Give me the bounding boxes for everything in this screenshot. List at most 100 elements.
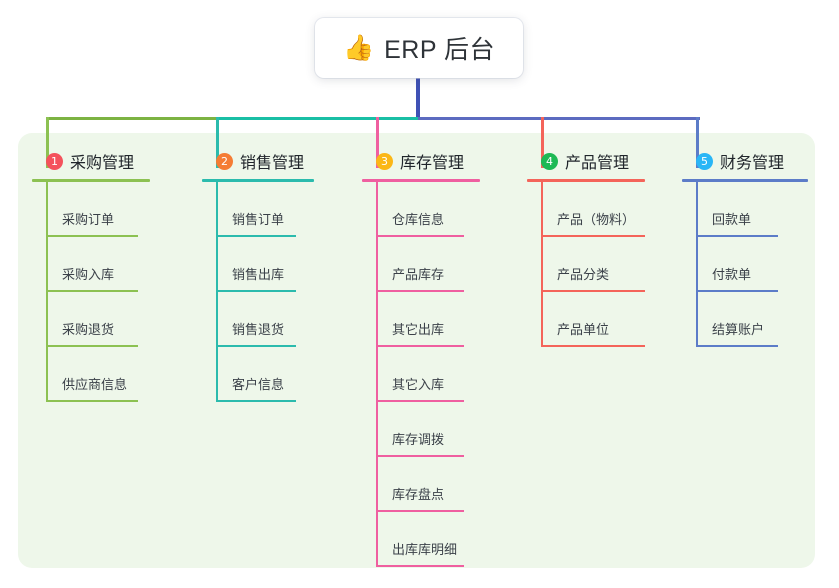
leaf-item[interactable]: 产品单位	[527, 292, 685, 347]
column-title-5: 财务管理	[720, 155, 785, 172]
leaf-item-label: 采购入库	[62, 267, 115, 282]
column-title-4: 产品管理	[565, 155, 630, 172]
leaf-item[interactable]: 仓库信息	[362, 182, 520, 237]
column-items-5: 回款单付款单结算账户	[682, 182, 839, 347]
leaf-item-label: 产品库存	[392, 267, 445, 282]
root-stem-line	[416, 76, 420, 120]
leaf-item-label: 销售订单	[232, 212, 285, 227]
leaf-item-label: 其它出库	[392, 322, 445, 337]
root-node[interactable]: 👍 ERP 后台	[315, 18, 523, 78]
column-title-3: 库存管理	[400, 155, 465, 172]
leaf-item[interactable]: 其它出库	[362, 292, 520, 347]
column-header-rule-2	[202, 179, 314, 182]
leaf-item-label: 出库库明细	[392, 542, 458, 557]
leaf-item-label: 客户信息	[232, 377, 285, 392]
leaf-item[interactable]: 结算账户	[682, 292, 839, 347]
column-items-4: 产品（物料） 产品分类产品单位	[527, 182, 685, 347]
leaf-item-rule	[376, 565, 464, 567]
leaf-item-label: 库存调拨	[392, 432, 445, 447]
leaf-item[interactable]: 库存盘点	[362, 457, 520, 512]
leaf-item-label: 销售退货	[232, 322, 285, 337]
leaf-item-rule	[46, 290, 138, 292]
column-5: 5 财务管理回款单付款单结算账户	[682, 148, 839, 347]
leaf-item[interactable]: 产品（物料）	[527, 182, 685, 237]
leaf-item-rule	[376, 290, 464, 292]
bus-segment-3	[418, 117, 700, 120]
leaf-item[interactable]: 回款单	[682, 182, 839, 237]
leaf-item-label: 产品（物料）	[557, 212, 636, 227]
leaf-item[interactable]: 供应商信息	[32, 347, 190, 402]
leaf-item-rule	[541, 290, 645, 292]
column-header-4[interactable]: 4 产品管理	[527, 148, 685, 174]
column-items-1: 采购订单采购入库采购退货供应商信息	[32, 182, 190, 402]
column-badge-4: 4	[541, 152, 558, 170]
diagram-background-panel	[18, 133, 815, 568]
leaf-item-label: 其它入库	[392, 377, 445, 392]
leaf-item-rule	[216, 235, 296, 237]
leaf-item-rule	[541, 345, 645, 347]
column-badge-2: 2	[216, 152, 233, 170]
column-spine-1	[46, 182, 48, 402]
leaf-item[interactable]: 产品库存	[362, 237, 520, 292]
leaf-item-rule	[376, 455, 464, 457]
leaf-item-label: 付款单	[712, 267, 752, 282]
column-spine-3	[376, 182, 378, 567]
column-badge-5: 5	[696, 152, 713, 170]
leaf-item-rule	[696, 290, 778, 292]
leaf-item-label: 供应商信息	[62, 377, 128, 392]
leaf-item[interactable]: 出库库明细	[362, 512, 520, 567]
leaf-item[interactable]: 销售订单	[202, 182, 354, 237]
leaf-item-label: 库存盘点	[392, 487, 445, 502]
leaf-item[interactable]: 采购订单	[32, 182, 190, 237]
branch-drop-2	[216, 117, 219, 168]
leaf-item-label: 产品单位	[557, 322, 610, 337]
leaf-item[interactable]: 产品分类	[527, 237, 685, 292]
leaf-item-rule	[541, 235, 645, 237]
leaf-item-label: 采购退货	[62, 322, 115, 337]
column-items-3: 仓库信息产品库存其它出库其它入库库存调拨库存盘点出库库明细	[362, 182, 520, 567]
leaf-item[interactable]: 销售退货	[202, 292, 354, 347]
leaf-item-label: 销售出库	[232, 267, 285, 282]
leaf-item-rule	[376, 510, 464, 512]
branch-drop-5	[696, 117, 699, 168]
leaf-item-rule	[696, 345, 778, 347]
leaf-item-rule	[376, 235, 464, 237]
leaf-item[interactable]: 采购入库	[32, 237, 190, 292]
leaf-item[interactable]: 采购退货	[32, 292, 190, 347]
leaf-item-rule	[376, 400, 464, 402]
column-title-2: 销售管理	[240, 155, 305, 172]
leaf-item[interactable]: 销售出库	[202, 237, 354, 292]
leaf-item[interactable]: 付款单	[682, 237, 839, 292]
leaf-item[interactable]: 其它入库	[362, 347, 520, 402]
leaf-item-label: 回款单	[712, 212, 752, 227]
root-title: ERP 后台	[384, 36, 496, 64]
column-header-5[interactable]: 5 财务管理	[682, 148, 839, 174]
leaf-item-rule	[46, 235, 138, 237]
leaf-item-rule	[46, 400, 138, 402]
branch-drop-1	[46, 117, 49, 168]
column-spine-4	[541, 182, 543, 347]
thumbs-up-icon: 👍	[342, 33, 375, 62]
column-header-rule-1	[32, 179, 150, 182]
column-items-2: 销售订单销售出库销售退货客户信息	[202, 182, 354, 402]
leaf-item-rule	[46, 345, 138, 347]
leaf-item-rule	[216, 345, 296, 347]
column-header-rule-3	[362, 179, 480, 182]
leaf-item-label: 结算账户	[712, 322, 765, 337]
leaf-item-rule	[696, 235, 778, 237]
leaf-item[interactable]: 库存调拨	[362, 402, 520, 457]
leaf-item-label: 仓库信息	[392, 212, 445, 227]
column-title-1: 采购管理	[70, 155, 135, 172]
branch-drop-4	[541, 117, 544, 168]
branch-drop-3	[376, 117, 379, 168]
bus-segment-2	[217, 117, 418, 120]
column-spine-5	[696, 182, 698, 347]
leaf-item[interactable]: 客户信息	[202, 347, 354, 402]
leaf-item-rule	[216, 400, 296, 402]
column-header-2[interactable]: 2 销售管理	[202, 148, 354, 174]
